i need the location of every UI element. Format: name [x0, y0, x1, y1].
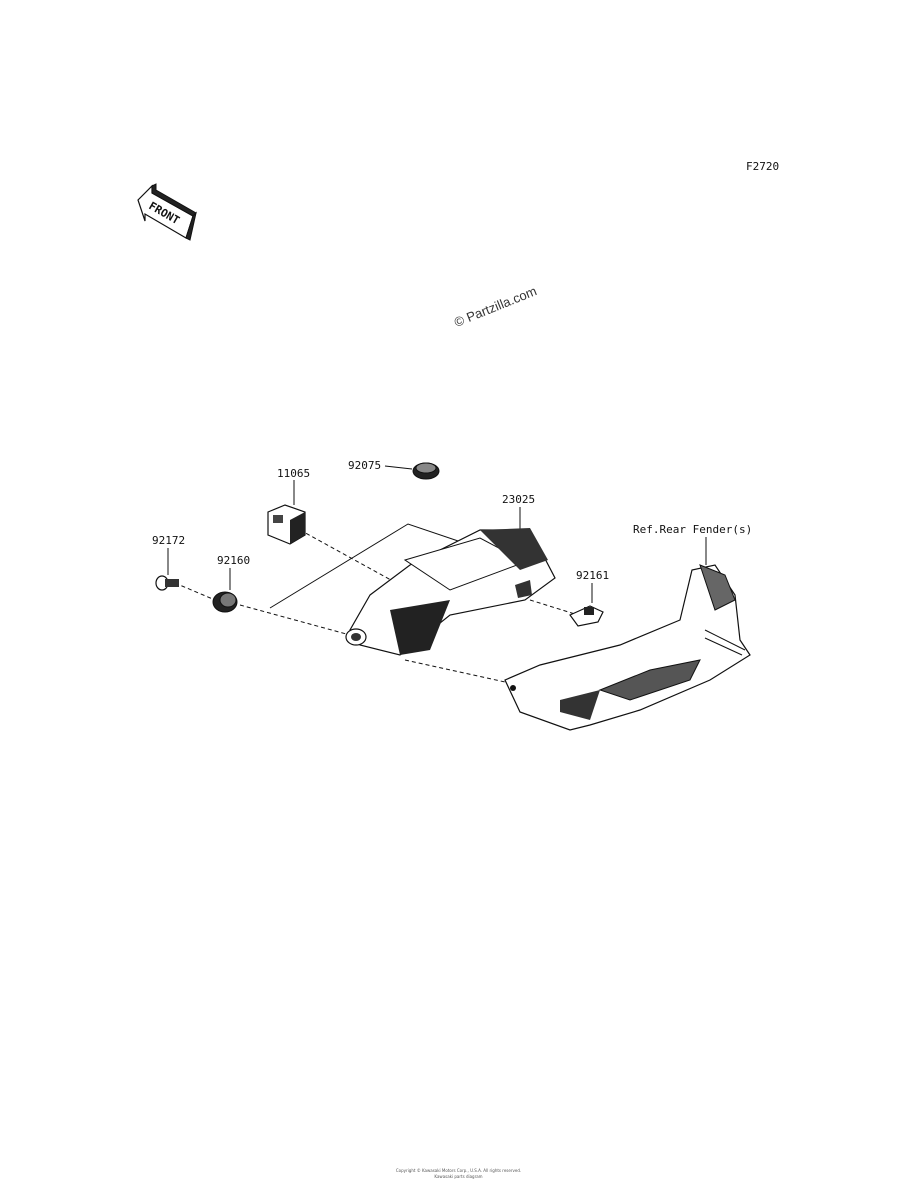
part-23025-bracket	[345, 528, 556, 656]
diagram-code: F2720	[746, 160, 780, 173]
footer-note: Kawasaki parts diagram	[434, 1174, 483, 1179]
footer-copyright: Copyright © Kawasaki Motors Corp., U.S.A…	[395, 1168, 522, 1173]
part-label-92160[interactable]: 92160	[217, 554, 251, 567]
part-92172-bolt	[155, 575, 179, 591]
part-92075-grommet	[412, 462, 440, 480]
part-label-23025[interactable]: 23025	[502, 493, 536, 506]
part-label-11065[interactable]: 11065	[277, 467, 311, 480]
part-label-92161[interactable]: 92161	[576, 569, 610, 582]
rear-fender-reference	[504, 564, 751, 731]
part-label-92172[interactable]: 92172	[152, 534, 186, 547]
part-11065-connector	[267, 504, 306, 545]
rear-fender-ref-label: Ref.Rear Fender(s)	[633, 523, 753, 536]
front-arrow-icon: FRONT	[137, 183, 197, 241]
part-92161-clip	[569, 605, 604, 627]
part-label-92075[interactable]: 92075	[348, 459, 382, 472]
leader-lines	[167, 465, 707, 683]
part-92160-damper	[212, 591, 238, 613]
